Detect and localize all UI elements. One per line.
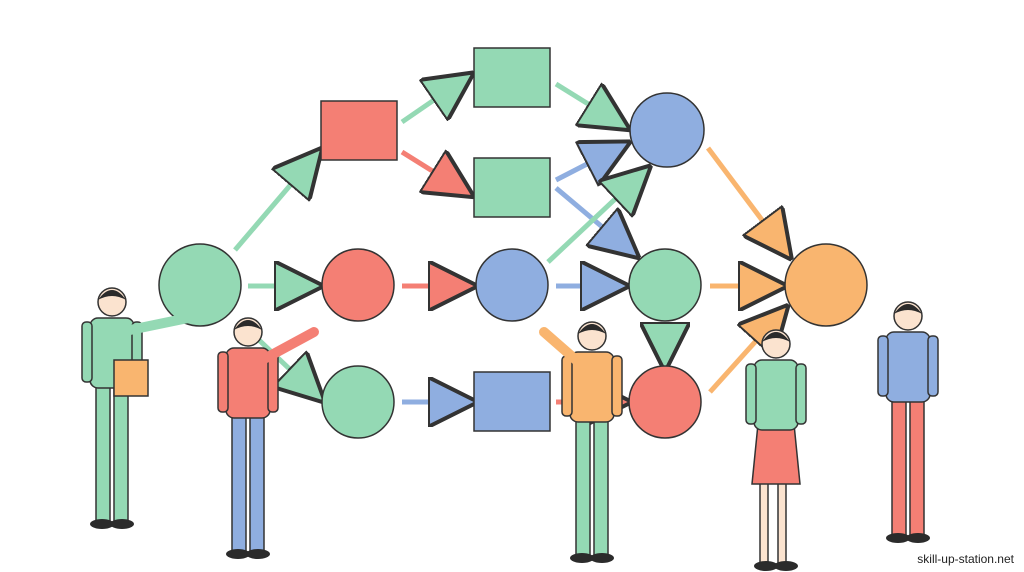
- arm: [217, 351, 229, 413]
- arrow-green: [233, 155, 316, 252]
- arm-pointing: [539, 327, 581, 365]
- person-woman-presenting: [745, 329, 807, 571]
- arm: [795, 363, 807, 425]
- shoe: [886, 533, 910, 543]
- node-circle-green: [628, 248, 702, 322]
- torso: [885, 331, 931, 403]
- arrow-green: [554, 81, 622, 125]
- node-circle-blue: [475, 248, 549, 322]
- watermark: skill-up-station.net: [917, 552, 1014, 566]
- shoe: [590, 553, 614, 563]
- arrow-red: [400, 152, 466, 192]
- arm: [611, 355, 623, 417]
- torso: [753, 359, 799, 431]
- node-circle-red: [321, 248, 395, 322]
- shoe: [226, 549, 250, 559]
- arrow-orange: [706, 146, 786, 252]
- arrow-orange: [708, 312, 782, 394]
- node-circle-green: [321, 365, 395, 439]
- person-man-clipboard: [81, 287, 143, 529]
- skirt: [751, 423, 801, 485]
- arm: [745, 363, 757, 425]
- hair: [234, 320, 262, 330]
- clipboard: [113, 359, 149, 397]
- hair: [762, 332, 790, 342]
- person-woman-pointing: [561, 321, 623, 563]
- node-circle-red: [628, 365, 702, 439]
- hair: [98, 290, 126, 300]
- shoe: [906, 533, 930, 543]
- node-circle-orange: [784, 243, 868, 327]
- node-rect-green: [473, 157, 551, 218]
- arrow-green: [400, 78, 466, 125]
- person-man-pointing: [217, 317, 279, 559]
- node-rect-green: [473, 47, 551, 108]
- person-man-presenting: [877, 301, 939, 543]
- node-rect-blue: [473, 371, 551, 432]
- leg: [593, 415, 609, 557]
- shoe: [754, 561, 778, 571]
- leg: [231, 411, 247, 553]
- shoe: [570, 553, 594, 563]
- node-rect-red: [320, 100, 398, 161]
- arm: [561, 355, 573, 417]
- hair: [894, 304, 922, 314]
- leg: [249, 411, 265, 553]
- arrow-blue: [554, 146, 622, 180]
- shoe: [774, 561, 798, 571]
- arm: [927, 335, 939, 397]
- arm-pointing: [125, 313, 193, 335]
- leg: [113, 381, 129, 523]
- node-circle-blue: [629, 92, 705, 168]
- shoe: [90, 519, 114, 529]
- leg: [95, 381, 111, 523]
- leg: [891, 395, 907, 537]
- arrow-green: [546, 172, 644, 264]
- leg: [575, 415, 591, 557]
- arm: [81, 321, 93, 383]
- arm: [877, 335, 889, 397]
- leg: [909, 395, 925, 537]
- shoe: [110, 519, 134, 529]
- arm-pointing: [261, 327, 319, 363]
- shoe: [246, 549, 270, 559]
- hair: [578, 324, 606, 334]
- node-circle-green: [158, 243, 242, 327]
